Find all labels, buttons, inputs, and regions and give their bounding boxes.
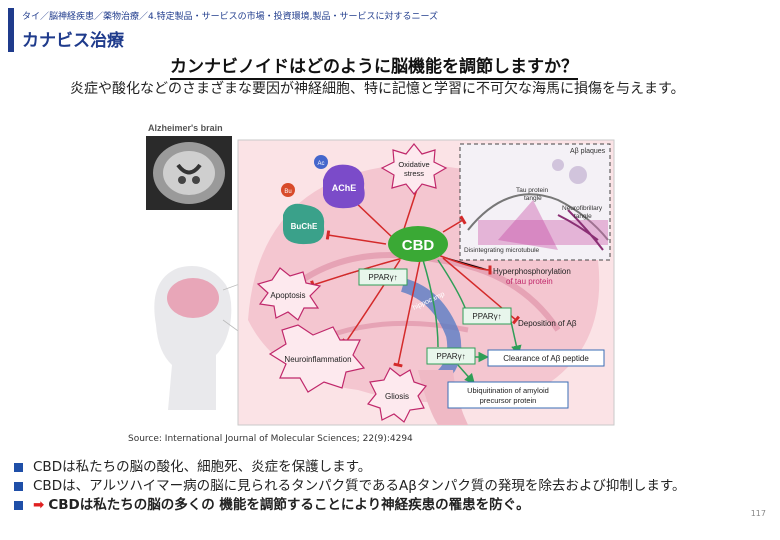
ppar-box-3 — [426, 347, 476, 365]
ubiquitination-label-1: Ubiquitination of amyloid — [467, 386, 549, 395]
alzheimers-label: Alzheimer's brain — [148, 123, 223, 133]
title-accent-bar — [8, 8, 14, 52]
square-bullet-icon — [14, 482, 23, 491]
oxidative-stress-node — [380, 143, 448, 195]
neuron-inset — [459, 143, 611, 261]
bullet-list: CBDは私たちの脳の酸化、細胞死、炎症を保護します。 CBDは、アルツハイマー病… — [12, 459, 762, 516]
ab-plaques-label: Aβ plaques — [570, 148, 606, 155]
ppar-box-1 — [358, 268, 408, 286]
ac-node — [314, 155, 328, 169]
hyperphosphorylation-label-2: of tau protein — [506, 277, 553, 286]
ache-node — [323, 164, 365, 209]
breadcrumb: タイ／脳神経疾患／薬物治療／4.特定製品・サービスの市場・投資環境,製品・サービ… — [22, 12, 439, 22]
page-number: 117 — [750, 509, 766, 518]
neuroinflammation-label: Neuroinflammation — [284, 355, 351, 364]
bu-label: Bu — [284, 189, 291, 195]
red-arrow-icon: ➡ — [33, 497, 45, 513]
ppar-box-2 — [462, 307, 512, 325]
cbd-node — [388, 226, 448, 262]
source-citation: Source: International Journal of Molecul… — [128, 434, 413, 444]
square-bullet-icon — [14, 501, 23, 510]
buche-node — [283, 203, 325, 245]
main-heading: カンナビノイドはどのように脳機能を調節しますか？ — [170, 52, 578, 80]
oxidative-label-1: Oxidative — [398, 160, 429, 169]
cbd-label: CBD — [402, 237, 435, 254]
bu-node — [281, 183, 295, 197]
buche-label: BuChE — [291, 222, 318, 231]
clearance-label: Clearance of Aβ peptide — [503, 354, 589, 363]
ppar-label-1: PPARγ↑ — [368, 273, 397, 282]
hippocampus-shape — [400, 278, 462, 380]
cbd-mechanism-figure: Alzheimer's brain hippocamp Aβ plaques T… — [146, 123, 615, 426]
small-brain-icon — [167, 278, 219, 318]
tau-tangle-label-2: tangle — [524, 195, 542, 202]
gliosis-label: Gliosis — [385, 392, 409, 401]
bullet-text: CBDは私たちの脳の酸化、細胞死、炎症を保護します。 — [33, 459, 372, 475]
ache-label: AChE — [332, 183, 357, 193]
gliosis-node — [366, 367, 428, 423]
ubiquitination-label-2: precursor protein — [480, 396, 537, 405]
neuroinflammation-node — [268, 324, 366, 393]
neurofibrillary-label-2: tangle — [574, 213, 592, 220]
microtubule-label: Disintegrating microtubule — [464, 247, 540, 254]
apoptosis-label: Apoptosis — [270, 291, 305, 300]
intro-text: 炎症や酸化などのさまざまな要因が神経細胞、特に記憶と学習に不可欠な海馬に損傷を与… — [70, 81, 685, 97]
bullet-text: CBDは私たちの脳の多くの 機能を調節することにより神経疾患の罹患を防ぐ。 — [48, 497, 530, 513]
bullet-item-1: CBDは私たちの脳の酸化、細胞死、炎症を保護します。 — [12, 459, 762, 476]
apoptosis-node — [256, 267, 322, 321]
ppar-label-2: PPARγ↑ — [472, 312, 501, 321]
ppar-label-3: PPARγ↑ — [436, 352, 465, 361]
bullet-item-3: ➡ CBDは私たちの脳の多くの 機能を調節することにより神経疾患の罹患を防ぐ。 — [12, 497, 762, 514]
oxidative-label-2: stress — [404, 169, 424, 178]
deposition-label: Deposition of Aβ — [518, 319, 577, 328]
bullet-item-2: CBDは、アルツハイマー病の脳に見られるタンパク質であるAβタンパク質の発現を除… — [12, 478, 762, 495]
tau-tangle-label-1: Tau protein — [516, 187, 549, 194]
neurofibrillary-label-1: Neurofibrillary — [562, 205, 603, 212]
ubiquitination-box — [447, 381, 569, 409]
square-bullet-icon — [14, 463, 23, 472]
hyperphosphorylation-label-1: Hyperphosphorylation — [493, 267, 571, 276]
bullet-text: CBDは、アルツハイマー病の脳に見られるタンパク質であるAβタンパク質の発現を除… — [33, 478, 686, 494]
ac-label: Ac — [317, 161, 324, 167]
clearance-box — [487, 349, 605, 367]
slide-title: カナビス治療 — [22, 31, 124, 51]
